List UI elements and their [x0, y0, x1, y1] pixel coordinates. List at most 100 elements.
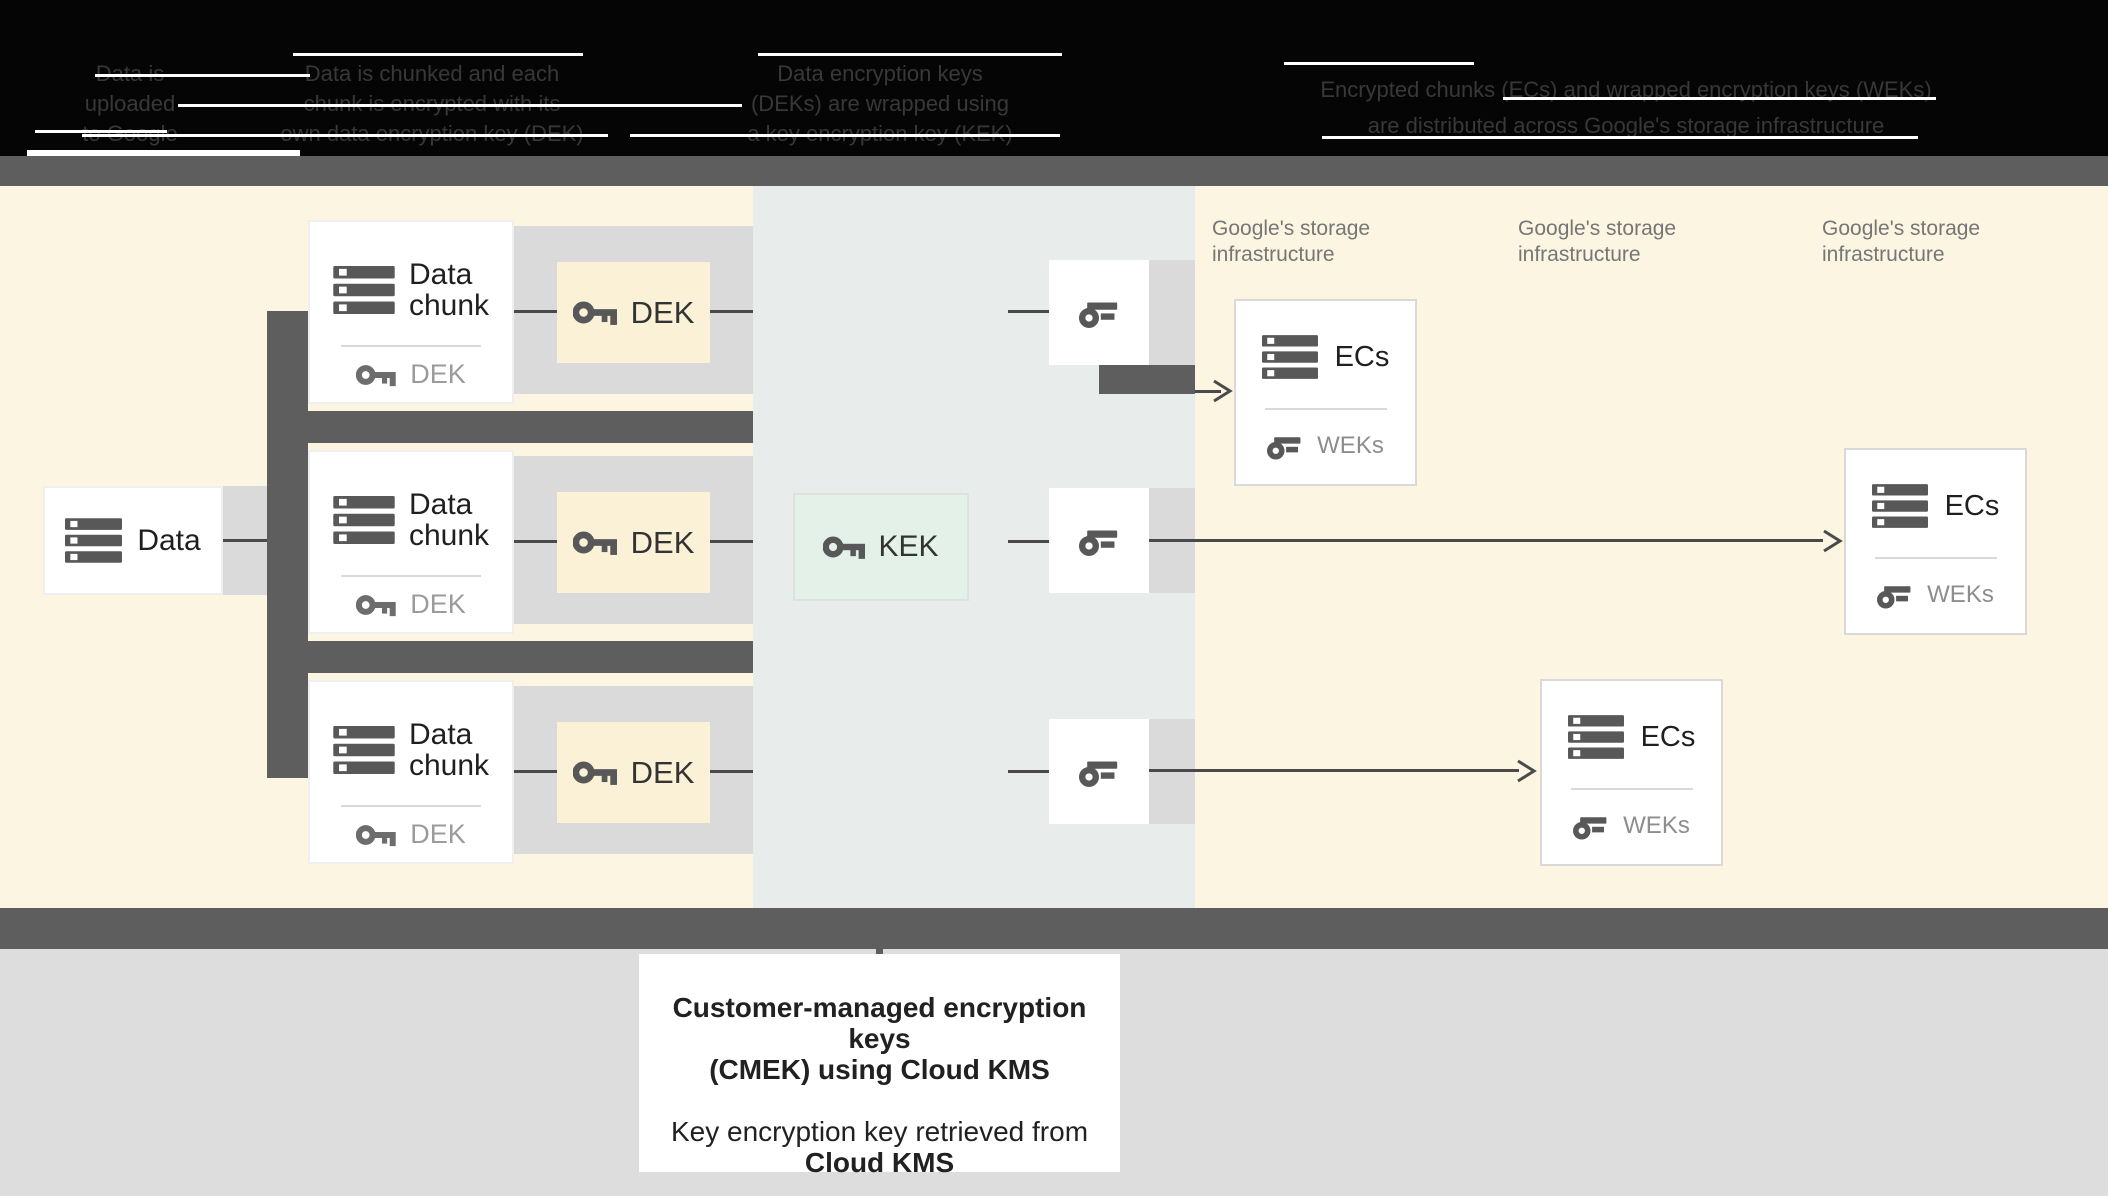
storage-icon [1261, 335, 1318, 379]
ecs-weks-box-3: ECs WEKs [1540, 679, 1723, 866]
wrapped-key-box-2 [1049, 488, 1149, 593]
dek-label: DEK [630, 754, 695, 790]
header-step-4: Encrypted chunks (ECs) and wrapped encry… [1286, 72, 1966, 144]
header-step-4-line: are distributed across Google's storage … [1367, 113, 1885, 138]
chunk-dek-label: DEK [410, 819, 466, 849]
glitch-streak [1322, 136, 1918, 139]
arrow-line-row-2 [1149, 539, 1823, 542]
key-icon [1573, 812, 1608, 840]
header-step-3-line: a key encryption key (KEK) [710, 119, 1050, 149]
glitch-streak [178, 104, 742, 107]
line-dek1-to-zone [710, 310, 753, 313]
header-step-1-line: uploaded [84, 91, 176, 116]
key-icon [1079, 297, 1119, 328]
bottom-divider-bar [0, 908, 2108, 949]
vpn-key-icon [573, 759, 617, 786]
weks-label: WEKs [1623, 812, 1690, 839]
glitch-streak [27, 150, 300, 156]
header-step-1-line: Data is [0, 59, 260, 89]
line-chunk3-to-dek3 [514, 770, 557, 773]
key-icon [1079, 525, 1119, 556]
divider [1264, 408, 1387, 410]
vpn-key-icon [573, 299, 617, 326]
line-stub-key3 [1008, 770, 1049, 773]
ecs-label: ECs [1640, 720, 1696, 753]
ecs-weks-box-1: ECs WEKs [1234, 299, 1417, 486]
glitch-streak [82, 134, 608, 137]
line-chunk2-to-dek2 [514, 540, 557, 543]
kek-box: KEK [793, 493, 969, 601]
dek-box-3: DEK [557, 722, 710, 823]
header-step-2-line: chunk is encrypted with its [262, 89, 602, 119]
storage-icon [333, 725, 395, 774]
cmek-callout-line: Key encryption key retrieved from [670, 1116, 1089, 1147]
storage-icon [65, 518, 123, 563]
storage-icon [1871, 484, 1928, 528]
storage-infra-label-1: Google's storage infrastructure [1212, 216, 1370, 268]
header-step-2-line: Data is chunked and each [304, 61, 560, 86]
chunk-title: Data [408, 487, 473, 521]
glitch-streak [1503, 97, 1936, 100]
header-step-3: Data encryption keys (DEKs) are wrapped … [710, 59, 1050, 149]
callout-connector-stub [876, 949, 883, 955]
chunk-dek-label: DEK [410, 589, 466, 619]
wrapped-key-box-1 [1049, 260, 1149, 365]
band-key-row-1 [1149, 260, 1195, 365]
dark-bar-between-rows-2-3 [308, 641, 753, 673]
chunk-title: chunk [408, 748, 490, 782]
dark-bar-between-rows-1-2 [308, 411, 753, 443]
chunk-title: Data [408, 257, 473, 291]
line-stub-key1 [1008, 310, 1049, 313]
storage-infra-line: Google's storage [1822, 217, 1981, 240]
data-box-label: Data [137, 523, 201, 557]
chunk-title: chunk [408, 518, 490, 552]
key-icon [1079, 756, 1119, 787]
dek-box-2: DEK [557, 492, 710, 593]
storage-icon [333, 265, 395, 314]
dek-label: DEK [630, 524, 695, 560]
cmek-callout-line: (CMEK) using Cloud KMS [709, 1054, 1050, 1085]
header-step-3-line: Data encryption keys [777, 61, 983, 86]
header-band: Data is uploaded to Google Data is chunk… [0, 0, 2108, 156]
divider [1570, 788, 1693, 790]
weks-label: WEKs [1317, 432, 1384, 459]
header-step-1: Data is uploaded to Google [0, 59, 260, 149]
divider [341, 345, 481, 347]
vpn-key-icon [356, 363, 396, 387]
data-chunk-box-3: Data chunk DEK [308, 680, 514, 864]
divider [341, 805, 481, 807]
kek-label: KEK [878, 530, 939, 563]
glitch-streak [630, 134, 1060, 137]
glitch-streak [95, 74, 310, 77]
storage-infra-line: Google's storage [1518, 217, 1677, 240]
storage-infra-line: infrastructure [1822, 243, 1945, 266]
arrow-line-row-3 [1149, 769, 1519, 772]
ecs-label: ECs [1334, 340, 1390, 373]
glitch-streak [35, 130, 167, 133]
storage-infra-line: Google's storage [1212, 217, 1371, 240]
storage-icon [1567, 715, 1624, 759]
storage-icon [333, 495, 395, 544]
divider [1874, 557, 1997, 559]
header-step-2-line: own data encryption key (DEK) [262, 119, 602, 149]
wrapped-key-box-3 [1049, 719, 1149, 824]
header-step-1-line: to Google [0, 119, 260, 149]
line-chunk1-to-dek1 [514, 310, 557, 313]
chunk-trunk-connector [267, 311, 308, 778]
cmek-callout-line: Customer-managed encryption keys [672, 992, 1087, 1054]
storage-infra-label-2: Google's storage infrastructure [1518, 216, 1676, 268]
storage-infra-line: infrastructure [1212, 243, 1335, 266]
dek-box-1: DEK [557, 262, 710, 363]
vpn-key-icon [823, 534, 865, 560]
line-dek2-to-zone [710, 540, 753, 543]
arrowhead-row-1 [1212, 379, 1232, 403]
vpn-key-icon [356, 593, 396, 617]
divider [341, 575, 481, 577]
line-data-to-trunk [223, 539, 267, 542]
line-dek3-to-zone [710, 770, 753, 773]
chunk-title: chunk [408, 288, 490, 322]
ecs-weks-box-2: ECs WEKs [1844, 448, 2027, 635]
dark-bar-key-to-storage [1099, 365, 1195, 394]
storage-infra-line: infrastructure [1518, 243, 1641, 266]
